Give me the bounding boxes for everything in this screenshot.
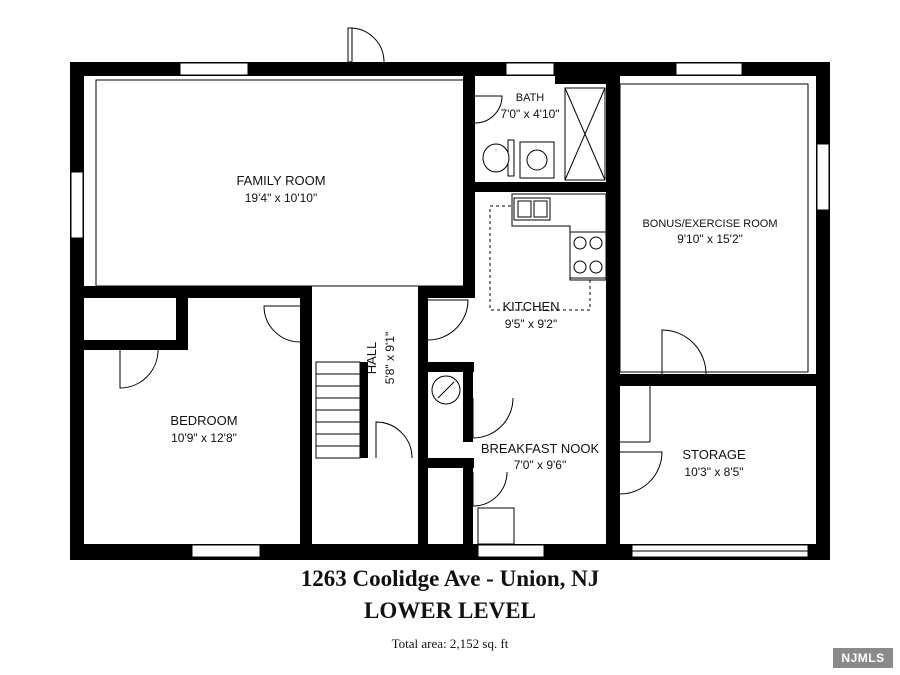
door-bedroom-closet xyxy=(119,349,159,389)
wall-bath-top-block xyxy=(555,62,617,84)
water-heater-mark xyxy=(437,381,455,399)
wall-storage-top xyxy=(606,374,830,386)
window-bath-top xyxy=(505,62,555,76)
njmls-logo: NJMLS xyxy=(833,648,893,668)
outer-wall-left xyxy=(70,62,84,560)
room-dims-hall: 5'8" x 9'1" xyxy=(383,332,397,384)
room-name-bonus: BONUS/EXERCISE ROOM xyxy=(642,218,777,230)
room-name-hall: HALL xyxy=(364,342,379,375)
hall-label-group: HALL 5'8" x 9'1" xyxy=(364,332,397,384)
room-name-storage: STORAGE xyxy=(682,447,746,462)
wall-nook-left xyxy=(463,458,473,550)
wall-hall-right xyxy=(418,286,428,556)
shower-x-2 xyxy=(564,87,606,181)
window-bonus-top xyxy=(675,62,743,76)
outer-wall-right xyxy=(816,62,830,560)
door-bath xyxy=(474,95,503,124)
total-area: Total area: 2,152 sq. ft xyxy=(391,636,509,651)
room-name-breakfast-nook: BREAKFAST NOOK xyxy=(481,441,600,456)
room-name-bedroom: BEDROOM xyxy=(170,413,237,428)
wall-kitchen-top-left xyxy=(418,286,475,298)
room-name-family: FAMILY ROOM xyxy=(236,173,325,188)
room-dims-bath: 7'0" x 4'10" xyxy=(500,107,559,121)
room-dims-breakfast-nook: 7'0" x 9'6" xyxy=(514,458,566,472)
range-burner-1 xyxy=(573,236,587,250)
wall-closet-bottom xyxy=(84,340,188,350)
door-nook xyxy=(472,471,508,507)
window-bonus-right xyxy=(816,143,830,211)
range-burner-4 xyxy=(589,260,603,274)
bath-sink-basin xyxy=(526,149,548,171)
floor-plan: FAMILY ROOM 19'4" x 10'10" BATH 7'0" x 4… xyxy=(70,27,830,560)
range-burner-3 xyxy=(573,260,587,274)
door-bedroom xyxy=(263,305,301,343)
door-entry xyxy=(349,27,385,63)
property-address: 1263 Coolidge Ave - Union, NJ xyxy=(300,566,600,591)
kitchen-sink-right xyxy=(533,200,548,218)
range-burner-2 xyxy=(589,236,603,250)
door-bonus xyxy=(661,329,707,375)
nook-radiator xyxy=(477,507,515,545)
window-family-left xyxy=(70,171,84,239)
room-dims-bonus: 9'10" x 15'2" xyxy=(677,232,743,246)
wall-bedroom-right xyxy=(300,286,312,556)
window-nook-bottom xyxy=(477,544,545,558)
room-name-bath: BATH xyxy=(516,92,545,104)
door-storage xyxy=(619,451,663,495)
wall-utility-bottom xyxy=(418,458,474,468)
room-dims-kitchen: 9'5" x 9'2" xyxy=(505,317,557,331)
room-dims-storage: 10'3" x 8'5" xyxy=(684,465,743,479)
toilet-bowl xyxy=(482,143,510,173)
wall-bonus-left xyxy=(606,70,620,550)
room-dims-family: 19'4" x 10'10" xyxy=(245,191,318,205)
door-utility xyxy=(472,397,514,439)
room-dims-bedroom: 10'9" x 12'8" xyxy=(171,431,237,445)
wall-bedroom-top xyxy=(84,286,310,298)
door-kitchen-left xyxy=(427,299,469,341)
wall-utility-top xyxy=(418,362,474,372)
wall-bath-left xyxy=(463,70,475,194)
door-entry-leaf xyxy=(347,27,353,63)
wall-stair-side xyxy=(360,362,368,458)
wall-closet-right xyxy=(176,286,188,342)
floor-level-title: LOWER LEVEL xyxy=(364,598,536,623)
kitchen-sink-left xyxy=(517,200,532,218)
room-name-kitchen: KITCHEN xyxy=(502,299,559,314)
bath-sink xyxy=(519,141,555,179)
window-family-top xyxy=(179,62,249,76)
window-bedroom-bottom xyxy=(191,544,261,558)
wall-bath-bottom xyxy=(463,182,613,192)
wall-family-kitchen xyxy=(463,186,475,286)
wall-utility-right xyxy=(463,362,473,442)
door-hall xyxy=(375,421,413,459)
outer-wall-top xyxy=(70,62,830,76)
